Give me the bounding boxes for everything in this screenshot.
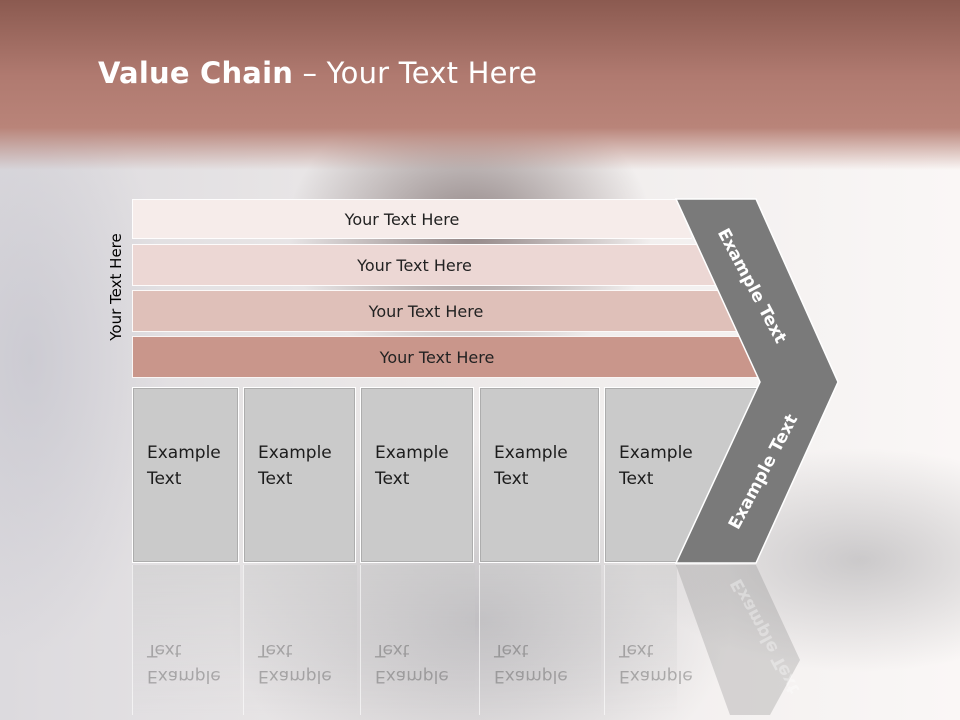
primary-box-3-label: Example Text <box>375 443 449 489</box>
support-bar-1-label: Your Text Here <box>344 209 460 229</box>
primary-box-2-label: Example Text <box>258 443 332 489</box>
slide-title: Value Chain – Your Text Here <box>98 56 537 90</box>
support-bar-2-label: Your Text Here <box>357 255 472 275</box>
primary-box-4-label: Example Text <box>494 443 568 489</box>
support-bar-4-label: Your Text Here <box>379 347 495 367</box>
primary-box-1: Example Text <box>132 387 239 563</box>
reflection-5: Example Text <box>604 565 693 715</box>
header-band <box>0 0 960 170</box>
support-bar-4: Your Text Here <box>132 336 762 378</box>
reflection-1: Example Text <box>132 565 240 715</box>
reflection-2: Example Text <box>243 565 357 715</box>
reflection-3: Example Text <box>360 565 475 715</box>
primary-box-5-label: Example Text <box>619 443 693 489</box>
chevron-shape <box>674 198 839 564</box>
support-bar-1: Your Text Here <box>132 199 692 239</box>
support-bar-2: Your Text Here <box>132 244 717 286</box>
title-rest: – Your Text Here <box>293 56 538 90</box>
primary-box-3: Example Text <box>360 387 474 563</box>
reflection-4: Example Text <box>479 565 601 715</box>
primary-box-2: Example Text <box>243 387 356 563</box>
title-bold: Value Chain <box>98 56 294 90</box>
primary-box-1-label: Example Text <box>147 443 221 489</box>
chevron-reflection <box>676 565 800 715</box>
support-bar-3-label: Your Text Here <box>368 301 484 321</box>
primary-box-4: Example Text <box>479 387 600 563</box>
support-bar-3: Your Text Here <box>132 290 740 332</box>
